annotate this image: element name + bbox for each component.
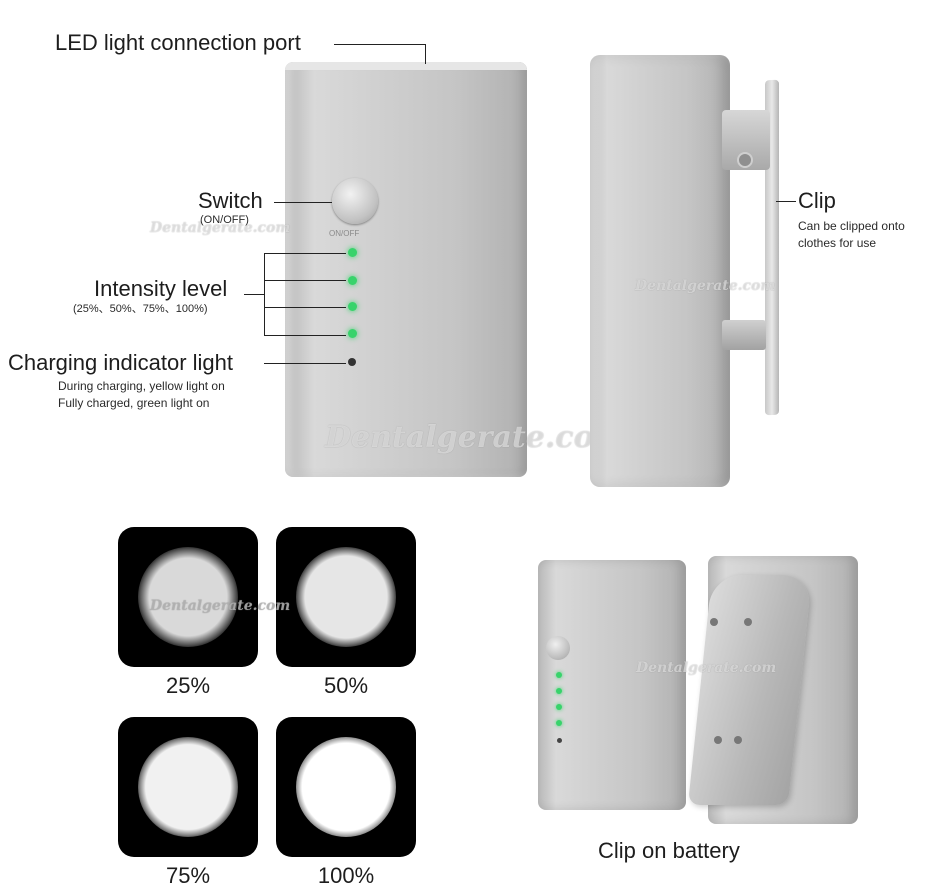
clip-line1: Can be clipped onto bbox=[798, 219, 905, 233]
light-spot bbox=[138, 547, 238, 647]
charging-indicator bbox=[348, 358, 356, 366]
intensity-bracket-1 bbox=[264, 253, 346, 254]
clip-line2: clothes for use bbox=[798, 236, 877, 250]
clip-screw bbox=[737, 152, 753, 168]
intensity-tile-50 bbox=[276, 527, 416, 667]
switch-leader bbox=[274, 202, 332, 203]
battery-front: ON/OFF bbox=[285, 62, 527, 477]
intensity-bracket-3 bbox=[264, 307, 346, 308]
intensity-bracket-2 bbox=[264, 280, 346, 281]
watermark: Dentalgerate.com bbox=[636, 660, 777, 676]
watermark: Dentalgerate.com bbox=[150, 598, 291, 614]
battery-angle-front bbox=[538, 560, 686, 810]
intensity-bracket-stub bbox=[244, 294, 264, 295]
charging-label: Charging indicator light bbox=[8, 350, 234, 375]
power-switch-button[interactable] bbox=[332, 178, 378, 224]
battery-side bbox=[590, 55, 730, 487]
intensity-label: Intensity level bbox=[94, 276, 228, 301]
charging-line1: During charging, yellow light on bbox=[58, 379, 225, 393]
light-spot bbox=[138, 737, 238, 837]
intensity-led-2 bbox=[348, 276, 357, 285]
intensity-label-25: 25% bbox=[165, 673, 211, 698]
port-leader-v bbox=[425, 44, 426, 64]
light-spot bbox=[296, 547, 396, 647]
intensity-bracket-4 bbox=[264, 335, 346, 336]
intensity-tile-75 bbox=[118, 717, 258, 857]
clip-screw bbox=[734, 736, 742, 744]
charging-indicator bbox=[557, 738, 562, 743]
intensity-label-75: 75% bbox=[165, 863, 211, 888]
intensity-led-4 bbox=[556, 720, 562, 726]
intensity-tile-100 bbox=[276, 717, 416, 857]
intensity-led-1 bbox=[348, 248, 357, 257]
clip-leader bbox=[776, 201, 796, 202]
intensity-bracket-v bbox=[264, 253, 265, 336]
intensity-led-3 bbox=[348, 302, 357, 311]
intensity-led-3 bbox=[556, 704, 562, 710]
light-spot bbox=[296, 737, 396, 837]
intensity-led-1 bbox=[556, 672, 562, 678]
watermark: Dentalgerate.com bbox=[635, 278, 776, 294]
watermark: Dentalgerate.com bbox=[150, 220, 291, 236]
switch-engraving: ON/OFF bbox=[329, 229, 360, 238]
intensity-led-4 bbox=[348, 329, 357, 338]
intensity-led-2 bbox=[556, 688, 562, 694]
port-label: LED light connection port bbox=[55, 30, 301, 55]
charging-line2: Fully charged, green light on bbox=[58, 396, 210, 410]
charging-leader bbox=[264, 363, 346, 364]
power-switch-button[interactable] bbox=[546, 636, 570, 660]
intensity-label-100: 100% bbox=[317, 863, 375, 888]
clip-label: Clip bbox=[798, 188, 836, 213]
intensity-tile-25 bbox=[118, 527, 258, 667]
clip-hinge-bottom bbox=[722, 320, 766, 350]
clip-screw bbox=[744, 618, 752, 626]
battery-top-edge bbox=[285, 62, 527, 70]
switch-sublabel: (ON/OFF) bbox=[200, 214, 249, 226]
clip-screw bbox=[714, 736, 722, 744]
intensity-sublabel: (25%、50%、75%、100%) bbox=[73, 303, 208, 315]
clip-screw bbox=[710, 618, 718, 626]
watermark: Dentalgerate.com bbox=[325, 420, 626, 455]
switch-label: Switch bbox=[198, 188, 263, 213]
port-leader-h bbox=[334, 44, 426, 45]
intensity-label-50: 50% bbox=[323, 673, 369, 698]
clip-on-battery-caption: Clip on battery bbox=[598, 838, 740, 863]
